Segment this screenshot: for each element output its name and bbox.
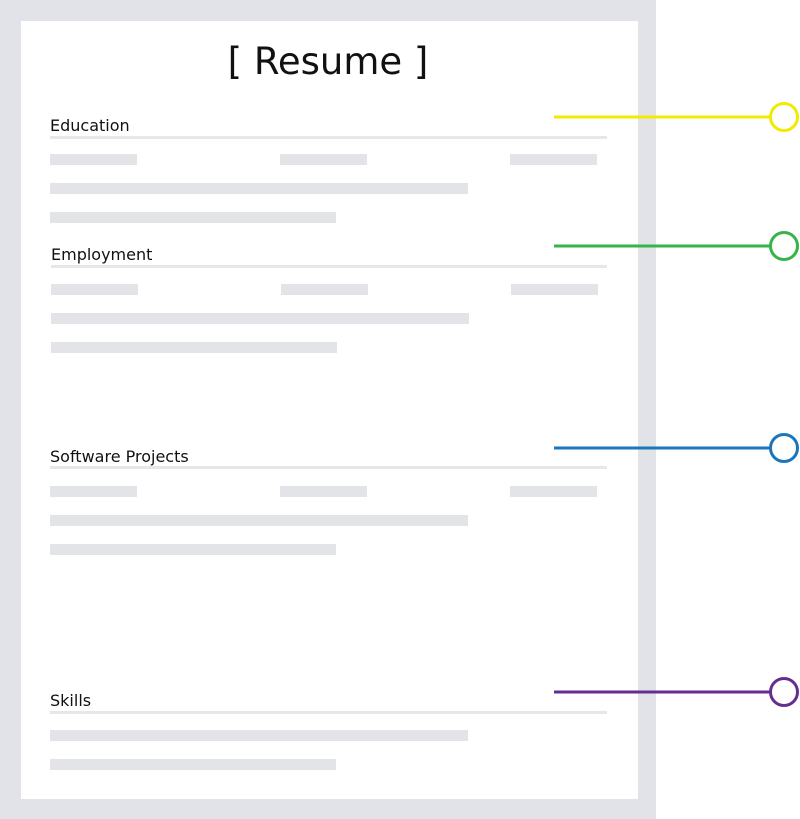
placeholder-line: [50, 183, 468, 194]
section-rule-education: [50, 136, 607, 139]
section-rule-software-projects: [50, 466, 607, 469]
resume-title: [ Resume ]: [227, 40, 429, 83]
placeholder-line: [50, 212, 336, 223]
placeholder-line: [281, 284, 368, 295]
placeholder-line: [510, 154, 597, 165]
section-heading-skills: Skills: [50, 691, 92, 710]
placeholder-line: [50, 486, 137, 497]
placeholder-line: [280, 486, 367, 497]
placeholder-line: [51, 313, 469, 324]
callout-circle-icon: [769, 677, 799, 707]
placeholder-line: [511, 284, 598, 295]
callout-circle-icon: [769, 102, 799, 132]
placeholder-line: [280, 154, 367, 165]
callout-circle-icon: [769, 433, 799, 463]
placeholder-line: [50, 515, 468, 526]
section-heading-employment: Employment: [51, 245, 153, 264]
section-heading-software-projects: Software Projects: [50, 447, 189, 466]
placeholder-line: [50, 544, 336, 555]
section-heading-education: Education: [50, 116, 130, 135]
placeholder-line: [50, 154, 137, 165]
placeholder-line: [51, 284, 138, 295]
callout-circle-icon: [769, 231, 799, 261]
section-rule-employment: [51, 265, 607, 268]
placeholder-line: [510, 486, 597, 497]
placeholder-line: [50, 759, 336, 770]
placeholder-line: [51, 342, 337, 353]
section-rule-skills: [50, 711, 607, 714]
placeholder-line: [50, 730, 468, 741]
resume-page: [21, 21, 638, 799]
